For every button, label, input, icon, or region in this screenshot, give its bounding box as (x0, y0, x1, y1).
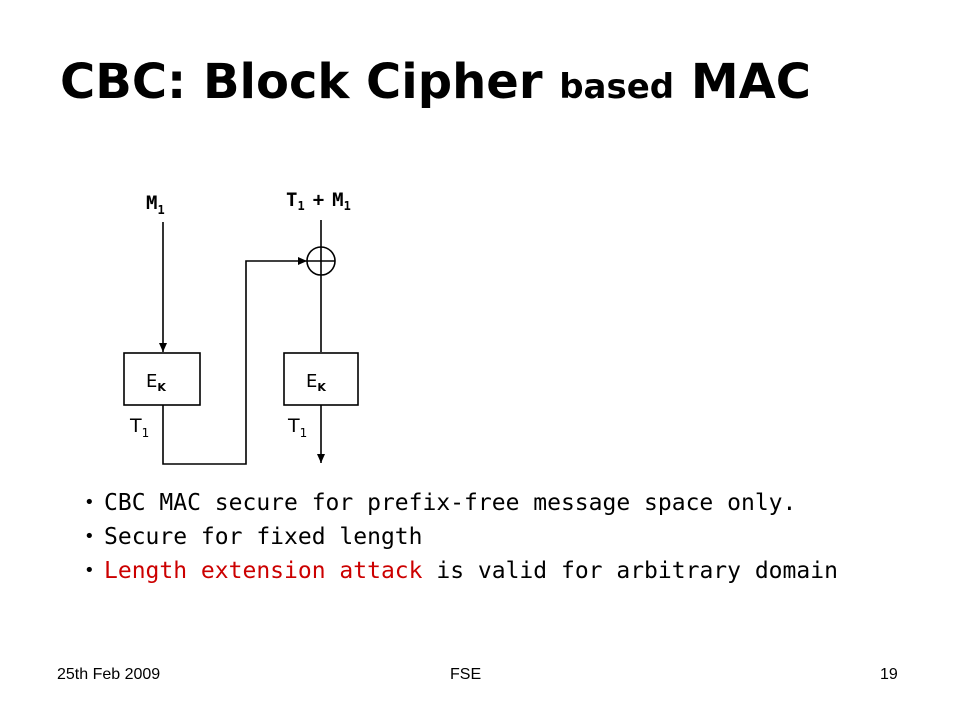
bullet-text: CBC MAC secure for prefix-free message s… (104, 490, 797, 516)
bullet-red-text: Length extension attack (104, 558, 423, 584)
bullet-item: • Length extension attack is valid for a… (84, 554, 838, 588)
bullet-item: • CBC MAC secure for prefix-free message… (84, 486, 838, 520)
title-main: CBC: Block Cipher (60, 54, 543, 110)
block-ek-right-label: EK (306, 371, 326, 394)
bullet-text: Secure for fixed length (104, 524, 423, 550)
block-ek-right (283, 352, 359, 406)
title-end: MAC (690, 54, 811, 110)
chaining-arrow (162, 257, 307, 465)
bullet-dot-icon: • (84, 492, 95, 513)
bullet-list: • CBC MAC secure for prefix-free message… (84, 486, 838, 588)
block-ek-left-label: EK (146, 371, 166, 394)
bullet-dot-icon: • (84, 526, 95, 547)
input-right-label: T1+M1 (286, 189, 351, 213)
bullet-item: • Secure for fixed length (84, 520, 838, 554)
bullet-dot-icon: • (84, 560, 95, 581)
footer-venue: FSE (450, 666, 482, 683)
footer-date: 25th Feb 2009 (57, 666, 161, 683)
footer-page-number: 19 (880, 666, 898, 683)
block-ek-left (123, 352, 201, 406)
title-small: based (559, 67, 675, 107)
output-right-label: T1 (287, 415, 307, 440)
bullet-text: is valid for arbitrary domain (422, 558, 838, 584)
output-left-label: T1 (129, 415, 149, 440)
input-left-label: M1 (146, 192, 165, 217)
slide-title: CBC: Block Cipher based MAC (60, 58, 920, 106)
